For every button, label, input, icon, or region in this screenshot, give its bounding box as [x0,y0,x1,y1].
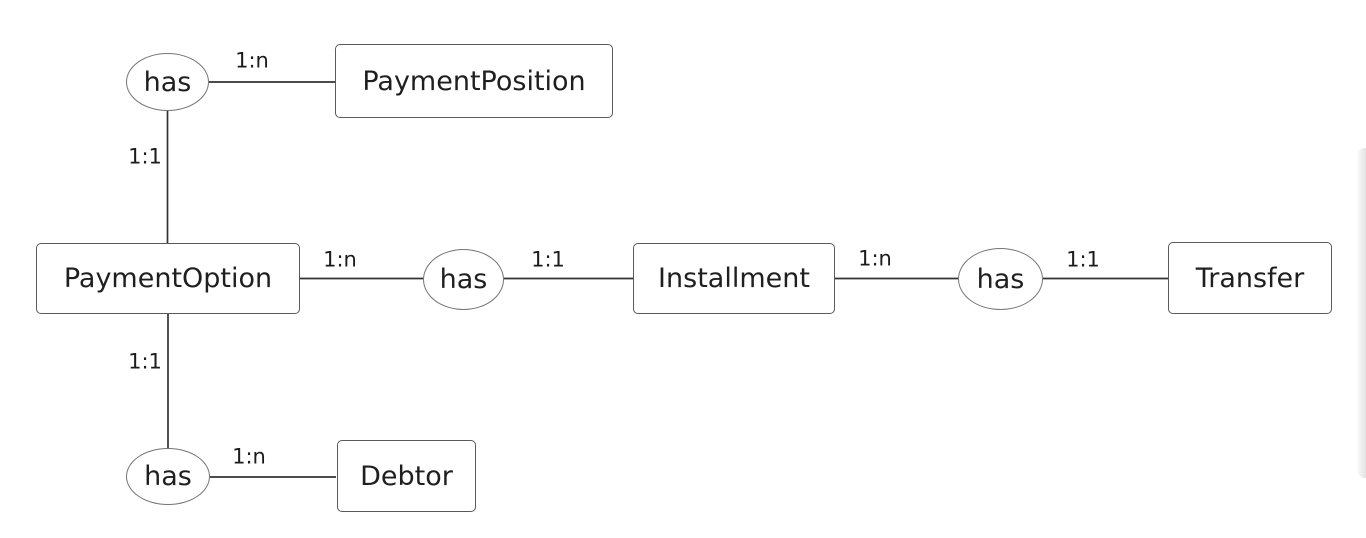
cardinality-label: 1:n [235,48,269,73]
cardinality-label: 1:1 [128,144,162,169]
relationship-ellipse-has-installment: has [423,249,504,310]
cardinality-label: 1:1 [128,349,162,374]
cardinality-label: 1:n [323,247,357,272]
entity-label: PaymentPosition [362,65,586,97]
scrollbar-thumb[interactable] [1357,148,1366,478]
entity-label: Transfer [1195,262,1305,294]
cardinality-label: 1:1 [1066,247,1100,272]
relationship-label: has [143,66,192,98]
entity-box-debtor: Debtor [337,440,476,512]
entity-box-installment: Installment [633,243,835,314]
cardinality-label: 1:n [232,444,266,469]
relationship-label: has [144,461,192,492]
entity-box-transfer: Transfer [1168,242,1332,314]
relationship-label: has [439,264,488,295]
relationship-label: has [976,263,1025,295]
entity-label: PaymentOption [63,263,273,294]
entity-box-paymentposition: PaymentPosition [335,44,613,118]
relationship-ellipse-has-transfer: has [958,248,1043,310]
cardinality-label: 1:n [858,246,892,271]
relationship-ellipse-has-paymentposition: has [126,53,209,111]
entity-box-paymentoption: PaymentOption [36,243,300,314]
cardinality-label: 1:1 [531,247,565,272]
entity-label: Debtor [360,460,453,492]
entity-label: Installment [658,263,810,294]
relationship-ellipse-has-debtor: has [126,448,210,505]
